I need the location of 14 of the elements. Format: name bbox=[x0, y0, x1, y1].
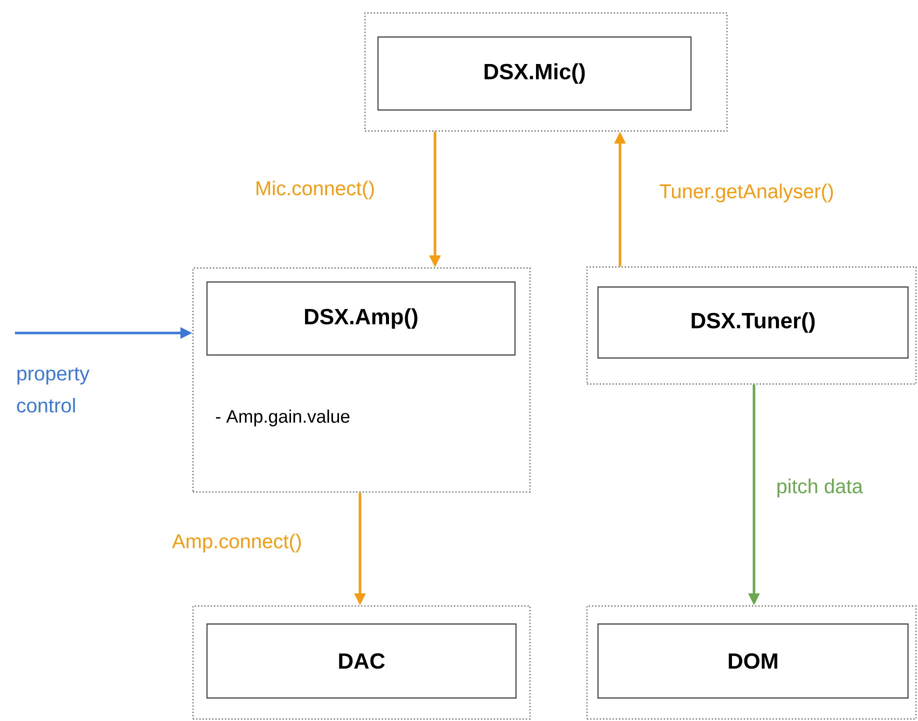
function-box: DOM bbox=[597, 623, 909, 699]
dotted-frame bbox=[586, 605, 917, 720]
edge-label: Tuner.getAnalyser() bbox=[660, 184, 833, 202]
function-box: DSX.Amp() bbox=[206, 281, 516, 356]
edge-label: pitch data bbox=[778, 478, 863, 498]
function-box: DAC bbox=[206, 623, 517, 699]
dotted-frame bbox=[364, 12, 728, 132]
edge-label: Amp.connect() bbox=[172, 534, 301, 552]
dotted-frame bbox=[192, 605, 531, 720]
edge-label: Mic.connect() bbox=[256, 180, 374, 200]
function-box: DSX.Tuner() bbox=[597, 286, 909, 359]
dotted-frame bbox=[586, 266, 917, 385]
edge-label: property control bbox=[17, 367, 90, 413]
function-box: DSX.Mic() bbox=[377, 36, 692, 111]
